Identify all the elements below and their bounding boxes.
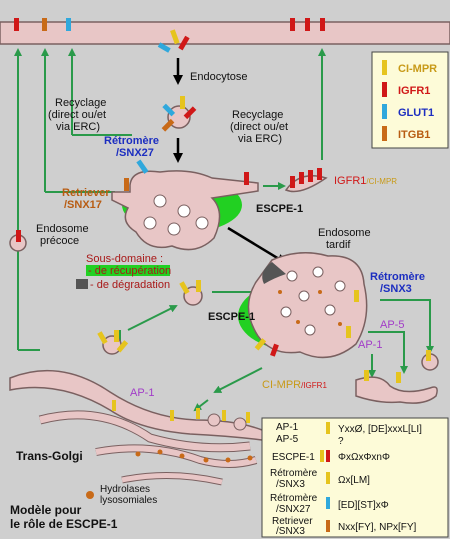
trans-golgi-label: Trans-Golgi <box>16 449 83 463</box>
hydrolase-dot-icon <box>86 491 94 499</box>
ap1-right-label: AP-1 <box>358 339 382 351</box>
motif-snx3: Ωx[LM] <box>338 475 370 486</box>
escpe1-mid-label: ESCPE-1 <box>208 311 255 323</box>
glut1-receptor <box>66 18 71 31</box>
receptor-legend: CI-MPR IGFR1 GLUT1 ITGB1 <box>371 51 449 149</box>
retriever-snx17-line1: Retriever <box>62 187 110 199</box>
hydrolases-line1: Hydrolases <box>100 484 150 495</box>
ap5-label: AP-5 <box>380 319 404 331</box>
escpe1-tubule <box>284 168 328 193</box>
motif-adaptor-retriever-2: /SNX3 <box>276 526 305 537</box>
retromer-snx3-line1: Rétromère <box>370 271 425 283</box>
trans-golgi-network <box>9 369 267 486</box>
ap1-to-vesicle-arrow <box>127 305 178 331</box>
recycling-right-line1: Recyclage <box>232 109 283 121</box>
recycling-left-line3: via ERC) <box>56 121 100 133</box>
motif-adaptor-ap5: AP-5 <box>276 434 299 445</box>
transport-vesicle <box>97 330 129 355</box>
endocytic-vesicle <box>161 96 197 132</box>
motif-adaptor-ap1: AP-1 <box>276 422 299 433</box>
motif-escpe1: ΦxΩxΦxnΦ <box>338 452 390 463</box>
transport-vesicle <box>179 280 203 306</box>
motif-adaptor-retromer-snx27-2: /SNX27 <box>276 504 311 515</box>
late-endosome-line2: tardif <box>326 239 351 251</box>
subdomain-recycling: - de récupération <box>88 265 171 277</box>
early-endosome-line2: précoce <box>40 235 79 247</box>
motif-adaptor-retromer-snx3-1: Rétromère <box>270 468 318 479</box>
motif-adaptor-retromer-snx3-2: /SNX3 <box>276 479 305 490</box>
retromer-snx27-line1: Rétromère <box>104 135 159 147</box>
legend-label-glut1: GLUT1 <box>398 107 434 119</box>
legend-label-itgb1: ITGB1 <box>398 129 430 141</box>
itgb1-receptor <box>42 18 47 31</box>
legend-label-igfr1: IGFR1 <box>398 85 430 97</box>
early-endosome-line1: Endosome <box>36 223 89 235</box>
model-title-line1: Modèle pour <box>10 503 82 517</box>
motif-retriever: Nxx[FY], NPx[FY] <box>338 522 417 533</box>
escpe1-top-label: ESCPE-1 <box>256 203 303 215</box>
retromer-snx3-arrow <box>380 299 434 354</box>
recycling-vesicle <box>9 230 27 252</box>
recycling-subdomain-swatch <box>86 265 170 276</box>
recycling-left-line1: Recyclage <box>55 97 106 109</box>
igfr1-top-label: IGFR1/CI-MPR <box>334 175 397 187</box>
cimpr-bottom-label: CI-MPR/IGFR1 <box>262 379 327 391</box>
motif-snx27: [ED][ST]xΦ <box>338 500 389 511</box>
late-endosome <box>238 252 368 359</box>
glut1-legend-icon <box>382 104 387 119</box>
cimpr-return-arrow <box>213 367 263 393</box>
igfr1-receptor <box>320 18 325 31</box>
motif-adaptor-retriever-1: Retriever <box>272 516 313 527</box>
degradation-subdomain-swatch <box>76 279 88 289</box>
hydrolases-line2: lysosomiales <box>100 495 157 506</box>
recycling-left-line2: (direct ou/et <box>48 109 106 121</box>
early-endosome <box>111 159 259 251</box>
legend-label-cimpr: CI-MPR <box>398 63 437 75</box>
endocytic-vesicle <box>157 29 190 53</box>
recycling-right-line3: via ERC) <box>238 133 282 145</box>
endocytosis-arrows <box>173 58 287 264</box>
recycling-right-line2: (direct ou/et <box>230 121 288 133</box>
igfr1-receptor <box>290 18 295 31</box>
retriever-snx17-line2: /SNX17 <box>64 199 102 211</box>
endocytosis-label: Endocytose <box>190 71 247 83</box>
motif-adaptor-escpe1: ESCPE-1 <box>272 452 315 463</box>
late-endosome-tubules <box>355 350 439 404</box>
motif-yxx: YxxØ, [DE]xxxL[LI] <box>338 424 422 435</box>
retromer-snx3-line2: /SNX3 <box>380 283 412 295</box>
ap1-left-label: AP-1 <box>130 387 154 399</box>
subdomain-title: Sous-domaine : <box>86 253 163 265</box>
late-endosome-line1: Endosome <box>318 227 371 239</box>
igfr1-legend-icon <box>382 82 387 97</box>
subdomain-degradation: - de dégradation <box>90 279 170 291</box>
retromer-snx27-line2: /SNX27 <box>116 147 154 159</box>
igfr1-receptor <box>305 18 310 31</box>
itgb1-legend-icon <box>382 126 387 141</box>
plasma-membrane <box>0 18 450 45</box>
motif-adaptor-retromer-snx27-1: Rétromère <box>270 493 318 504</box>
igfr1-receptor <box>14 18 19 31</box>
sorting-motif-table: AP-1 AP-5 YxxØ, [DE]xxxL[LI] ? ESCPE-1 Φ… <box>261 417 449 538</box>
ap5-arrow <box>368 331 408 374</box>
model-title-line2: le rôle de ESCPE-1 <box>10 517 118 531</box>
cimpr-legend-icon <box>382 60 387 75</box>
motif-unknown: ? <box>338 436 344 447</box>
